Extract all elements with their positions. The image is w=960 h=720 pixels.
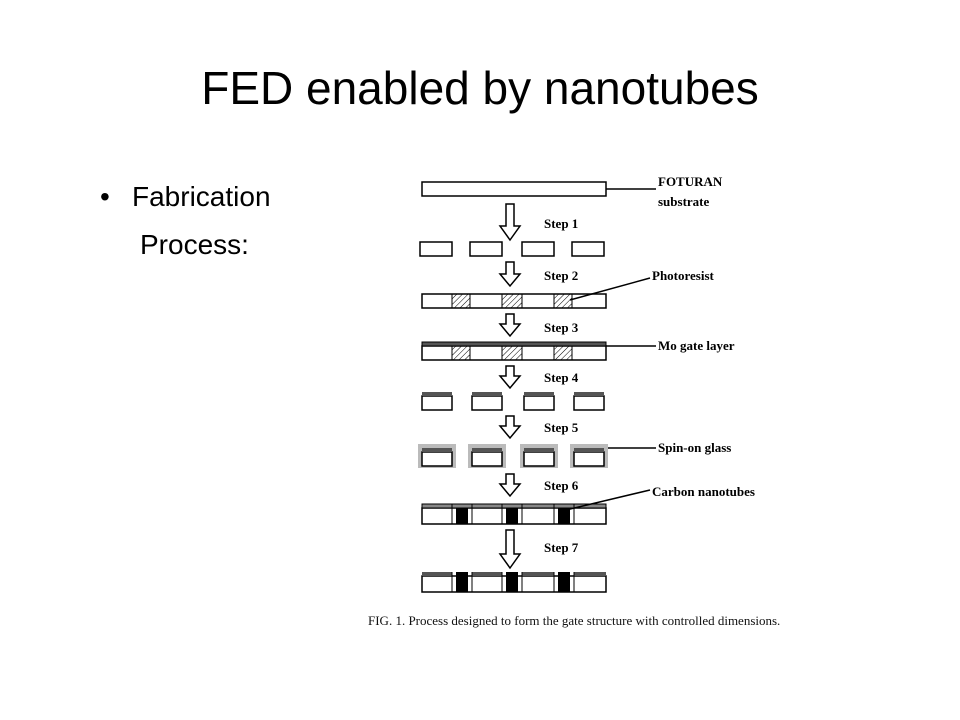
bullet-list: • Fabrication Process: [100, 180, 320, 262]
step-6-label: Step 6 [544, 478, 579, 493]
arrow-step-2 [498, 261, 522, 288]
row-step-6 [421, 503, 607, 525]
step-7-label: Step 7 [544, 540, 579, 555]
carbon-nanotubes-leader-line [565, 489, 651, 511]
row-step-3 [421, 341, 607, 361]
slide-title: FED enabled by nanotubes [201, 62, 759, 114]
step-3-label: Step 3 [544, 320, 579, 335]
arrow-step-1 [498, 203, 522, 242]
row-step-2 [421, 293, 607, 309]
bullet-item: • Fabrication [100, 180, 320, 214]
row-step-4 [421, 392, 605, 411]
figure-caption: FIG. 1. Process designed to form the gat… [368, 613, 781, 628]
label-substrate-line1: FOTURAN [658, 174, 723, 189]
arrow-step-4 [498, 365, 522, 390]
label-substrate-line2: substrate [658, 194, 710, 209]
bullet-continuation: Process: [140, 229, 249, 260]
bullet-marker: • [100, 181, 110, 212]
label-mo-gate: Mo gate layer [658, 338, 735, 353]
process-diagram: FOTURAN substrate Step 1 Step 2 Photores… [418, 174, 755, 593]
step-1-label: Step 1 [544, 216, 578, 231]
process-figure: FOTURAN substrate Step 1 Step 2 Photores… [360, 170, 840, 660]
photoresist-leader-line [569, 277, 651, 301]
arrow-step-7 [498, 529, 522, 570]
step-4-label: Step 4 [544, 370, 579, 385]
step-5-label: Step 5 [544, 420, 579, 435]
arrow-step-3 [498, 313, 522, 338]
label-carbon-nanotubes: Carbon nanotubes [652, 484, 755, 499]
row-step-5 [418, 444, 608, 468]
substrate-layer [421, 181, 607, 197]
arrow-step-5 [498, 415, 522, 440]
arrow-step-6 [498, 473, 522, 498]
label-photoresist: Photoresist [652, 268, 715, 283]
step-2-label: Step 2 [544, 268, 578, 283]
row-step-7 [421, 572, 607, 593]
row-step-1 [419, 241, 605, 257]
bullet-text: Fabrication [132, 181, 271, 212]
label-spin-on-glass: Spin-on glass [658, 440, 731, 455]
